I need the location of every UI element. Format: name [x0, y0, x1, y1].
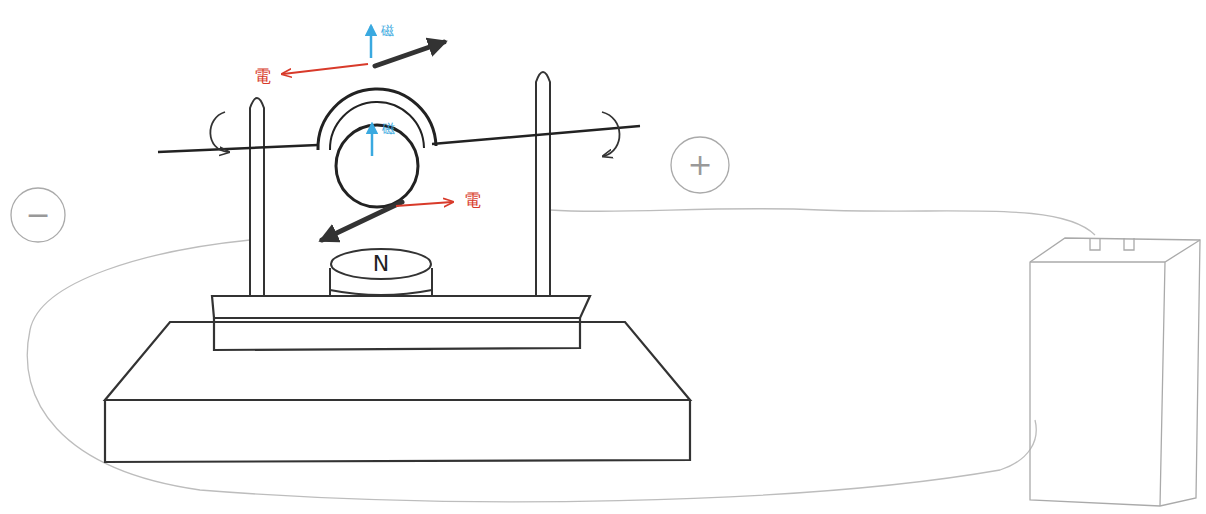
rotation-arrow [210, 112, 619, 156]
magnet-pole: N [329, 247, 433, 281]
node-outline-shape [331, 249, 431, 279]
coil [318, 89, 436, 207]
current-arrow [283, 64, 452, 206]
field-arrow [371, 26, 372, 156]
polarity-text: + [687, 150, 712, 180]
polarity-text: N [373, 253, 389, 275]
field-label: 磁 [382, 122, 395, 135]
polarity-mark: + [669, 135, 731, 195]
clip-support [250, 72, 550, 296]
base [105, 296, 690, 462]
current-label: 電 [254, 68, 271, 85]
wire [27, 209, 1095, 502]
polarity-mark: − [9, 186, 67, 244]
node-outline-shape [11, 188, 65, 242]
polarity-text: − [25, 200, 50, 230]
battery [1030, 238, 1200, 506]
field-label: 磁 [381, 24, 394, 37]
force-arrow [322, 42, 444, 240]
current-label: 電 [464, 192, 481, 209]
node-outline-shape [671, 137, 729, 193]
